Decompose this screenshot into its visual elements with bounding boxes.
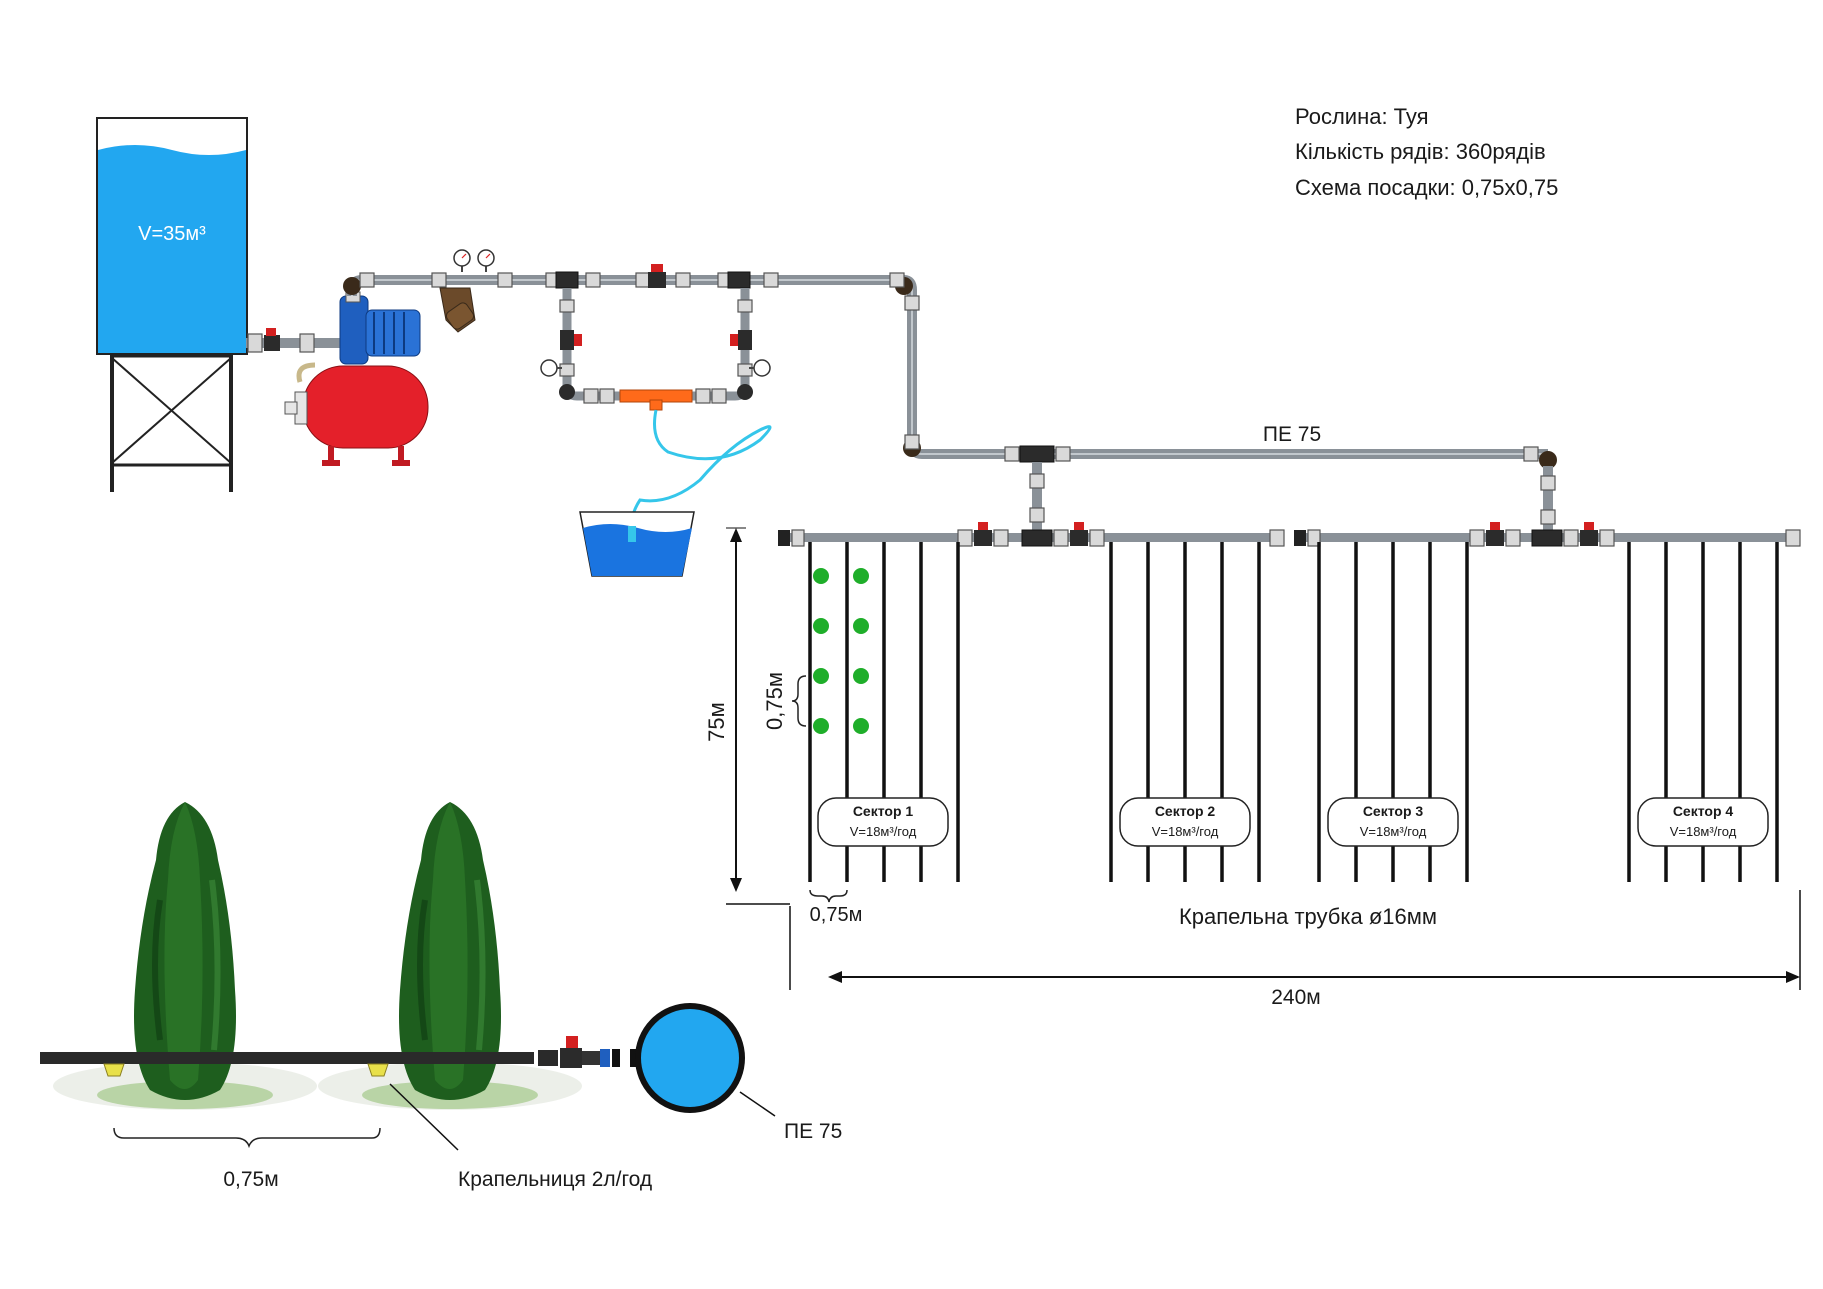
dripper-icon — [103, 1063, 125, 1077]
plant-dot — [853, 718, 869, 734]
plant-dot — [853, 668, 869, 684]
tank-volume-label: V=35м³ — [138, 223, 206, 245]
pressure-gauge-icon — [540, 359, 562, 377]
plant-dot — [813, 568, 829, 584]
supply-line — [343, 264, 1557, 469]
pressure-gauge-icon — [453, 249, 471, 272]
plant-spacing-label: 0,75м — [762, 672, 787, 730]
svg-text:V=18м³/год: V=18м³/год — [1360, 824, 1427, 839]
manifold-left — [778, 522, 1285, 547]
tank-stand — [110, 354, 233, 492]
pressure-gauge-icon — [477, 249, 495, 272]
plant-dot — [813, 718, 829, 734]
rows-count-text: Кількість рядів: 360рядів — [1295, 139, 1546, 164]
detail-spacing-label: 0,75м — [223, 1168, 278, 1191]
field-width-dimension: 240м — [726, 890, 1801, 1009]
svg-text:Сектор 4: Сектор 4 — [1673, 803, 1734, 819]
info-block: Рослина: Туя Кількість рядів: 360рядів С… — [1295, 104, 1558, 200]
plant-dot — [813, 618, 829, 634]
row-spacing-dimension: 0,75м — [809, 889, 863, 926]
manifold-right — [1294, 522, 1801, 547]
field-width-label: 240м — [1271, 986, 1320, 1009]
pressure-gauge-icon — [749, 359, 771, 377]
water-tank: V=35м³ — [96, 117, 248, 492]
disc-filter — [439, 249, 495, 333]
planting-scheme-text: Схема посадки: 0,75х0,75 — [1295, 175, 1558, 200]
plant-type-text: Рослина: Туя — [1295, 104, 1429, 129]
svg-text:Сектор 1: Сектор 1 — [853, 803, 914, 819]
svg-text:V=18м³/год: V=18м³/год — [1670, 824, 1737, 839]
thuja-tree-icon — [399, 802, 501, 1100]
sector-label-2: Сектор 2 V=18м³/год — [1119, 797, 1251, 847]
sector-label-3: Сектор 3 V=18м³/год — [1327, 797, 1459, 847]
detail-view: ПЕ 75 0,75м Крапельниця 2л/год — [40, 802, 842, 1191]
tank-outlet — [246, 328, 346, 353]
svg-text:V=18м³/год: V=18м³/год — [1152, 824, 1219, 839]
detail-pipe-label: ПЕ 75 — [784, 1120, 842, 1143]
drip-tube-label: Крапельна трубка ø16мм — [1179, 904, 1437, 929]
plant-dots — [813, 568, 869, 734]
plant-dot — [853, 618, 869, 634]
pressure-accumulator — [284, 362, 429, 466]
plant-dot — [853, 568, 869, 584]
injector-bypass — [540, 288, 772, 531]
pipe-cross-section-icon — [635, 1003, 745, 1113]
sector-label-4: Сектор 4 V=18м³/год — [1637, 797, 1769, 847]
row-length-label: 75м — [704, 702, 729, 742]
main-pipe: ПЕ 75 — [1004, 423, 1556, 536]
svg-text:Сектор 2: Сектор 2 — [1155, 803, 1216, 819]
main-pipe-label: ПЕ 75 — [1263, 423, 1321, 446]
plant-spacing-dimension: 0,75м — [762, 672, 807, 730]
pump — [339, 291, 421, 365]
svg-text:Сектор 3: Сектор 3 — [1363, 803, 1424, 819]
plant-dot — [813, 668, 829, 684]
svg-text:V=18м³/год: V=18м³/год — [850, 824, 917, 839]
dripper-icon — [367, 1063, 389, 1077]
dripper-label: Крапельниця 2л/год — [458, 1168, 652, 1191]
row-spacing-label: 0,75м — [810, 904, 863, 926]
fertilizer-tank — [579, 511, 695, 577]
thuja-tree-icon — [134, 802, 236, 1100]
sector-label-1: Сектор 1 V=18м³/год — [817, 797, 949, 847]
row-length-dimension: 75м — [704, 527, 746, 892]
